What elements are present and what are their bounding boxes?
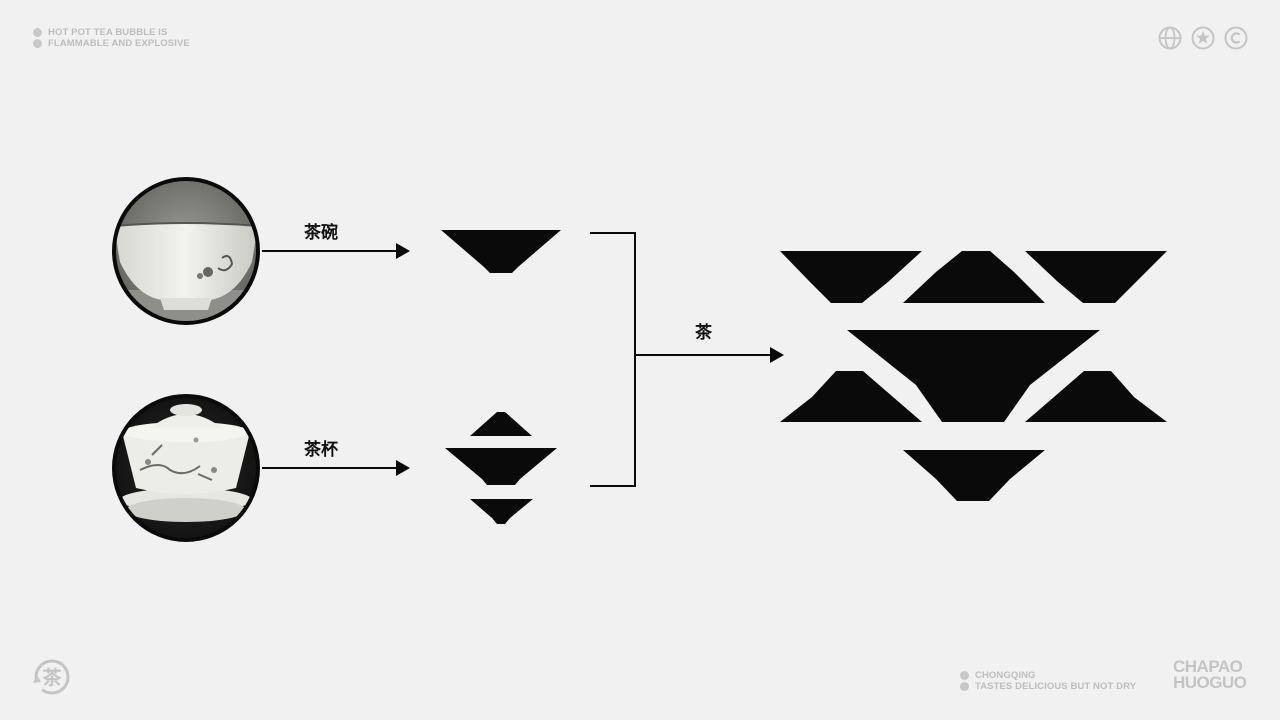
footer-tagline: CHONGQING TASTES DELICIOUS BUT NOT DRY <box>960 670 1136 692</box>
footer-line-1: CHONGQING <box>975 670 1036 681</box>
glyph-top-center <box>903 251 1045 303</box>
arrow-top <box>262 243 410 259</box>
tagline-line-1: HOT POT TEA BUBBLE IS <box>48 27 168 38</box>
arrow-bottom <box>262 460 410 476</box>
label-tea-cup: 茶杯 <box>304 439 338 460</box>
tea-seal-icon: 茶 <box>33 659 70 695</box>
bullet-dot <box>33 39 42 48</box>
tea-cup-photo <box>112 394 260 542</box>
glyph-top-right <box>1025 251 1167 303</box>
bowl-shape <box>441 230 561 273</box>
glyph-bottom <box>903 450 1045 501</box>
header-icons <box>1158 26 1248 50</box>
glyph-top-left <box>780 251 922 303</box>
glyph-mid-right <box>1025 371 1167 422</box>
cup-saucer-shape <box>470 499 533 524</box>
bullet-dot <box>33 28 42 37</box>
glyph-mid-left <box>780 371 922 422</box>
merge-bracket <box>590 232 784 487</box>
bullet-dot <box>960 682 969 691</box>
cup-body-shape <box>445 448 557 485</box>
bullet-dot <box>960 671 969 680</box>
label-tea-bowl: 茶碗 <box>304 222 338 243</box>
header-tagline: HOT POT TEA BUBBLE IS FLAMMABLE AND EXPL… <box>33 27 190 49</box>
glyph-center <box>847 330 1100 422</box>
label-tea: 茶 <box>695 322 713 343</box>
tagline-line-2: FLAMMABLE AND EXPLOSIVE <box>48 38 190 49</box>
brand-wordmark: CHAPAO HUOGUO <box>1173 657 1247 692</box>
brand-line-2: HUOGUO <box>1173 673 1247 692</box>
footer-line-2: TASTES DELICIOUS BUT NOT DRY <box>975 681 1137 692</box>
composite-tea-glyph <box>780 251 1167 501</box>
brand-line-1: CHAPAO <box>1173 657 1243 676</box>
logo-glyph: 茶 <box>42 666 62 689</box>
logo-badge: 茶 <box>32 657 72 702</box>
copyright-icon <box>1224 26 1248 50</box>
globe-icon <box>1158 26 1182 50</box>
tea-bowl-photo <box>112 177 260 325</box>
star-badge-icon <box>1191 26 1215 50</box>
cup-lid-shape <box>470 412 532 436</box>
